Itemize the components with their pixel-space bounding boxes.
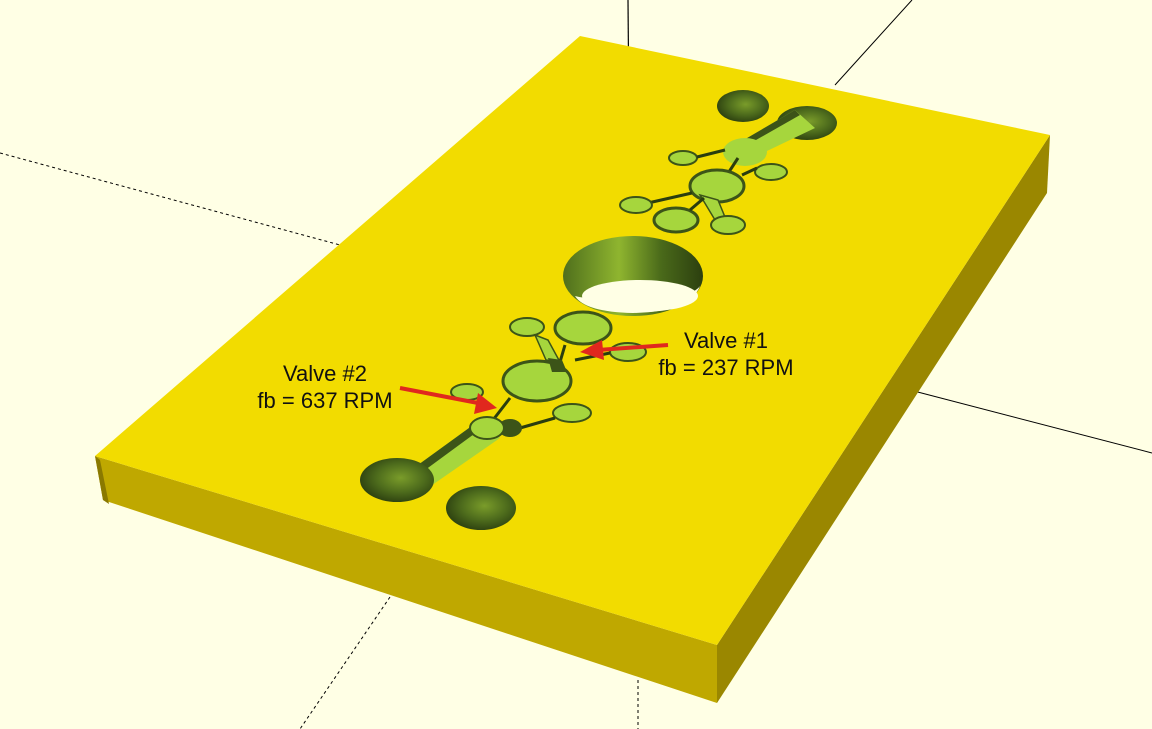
valve-2-fb-value: fb = 637 RPM [257, 388, 393, 413]
port-hole [717, 90, 769, 122]
axis-x-positive [909, 389, 1152, 454]
plate-front-face [95, 456, 717, 703]
axis-y-positive [834, 0, 913, 86]
port-hole [360, 458, 434, 502]
axis-y-negative [299, 596, 391, 729]
valve-1-label: Valve #1 [684, 328, 768, 353]
plate [95, 36, 1050, 703]
red-arrow-left-icon [580, 340, 669, 360]
valve-1-annotation: Valve #1 fb = 237 RPM [648, 327, 804, 381]
axis-x-negative [0, 152, 341, 246]
plate-right-face [717, 135, 1050, 703]
valve-2-annotation: Valve #2 fb = 637 RPM [246, 360, 404, 414]
red-arrow-right-icon [399, 386, 497, 414]
upper-channel-network [619, 90, 837, 235]
valve-2-label: Valve #2 [283, 361, 367, 386]
port-hole [446, 486, 516, 530]
valve-1-fb-value: fb = 237 RPM [658, 355, 794, 380]
lower-channel-network [360, 310, 647, 530]
center-through-hole [563, 236, 703, 316]
